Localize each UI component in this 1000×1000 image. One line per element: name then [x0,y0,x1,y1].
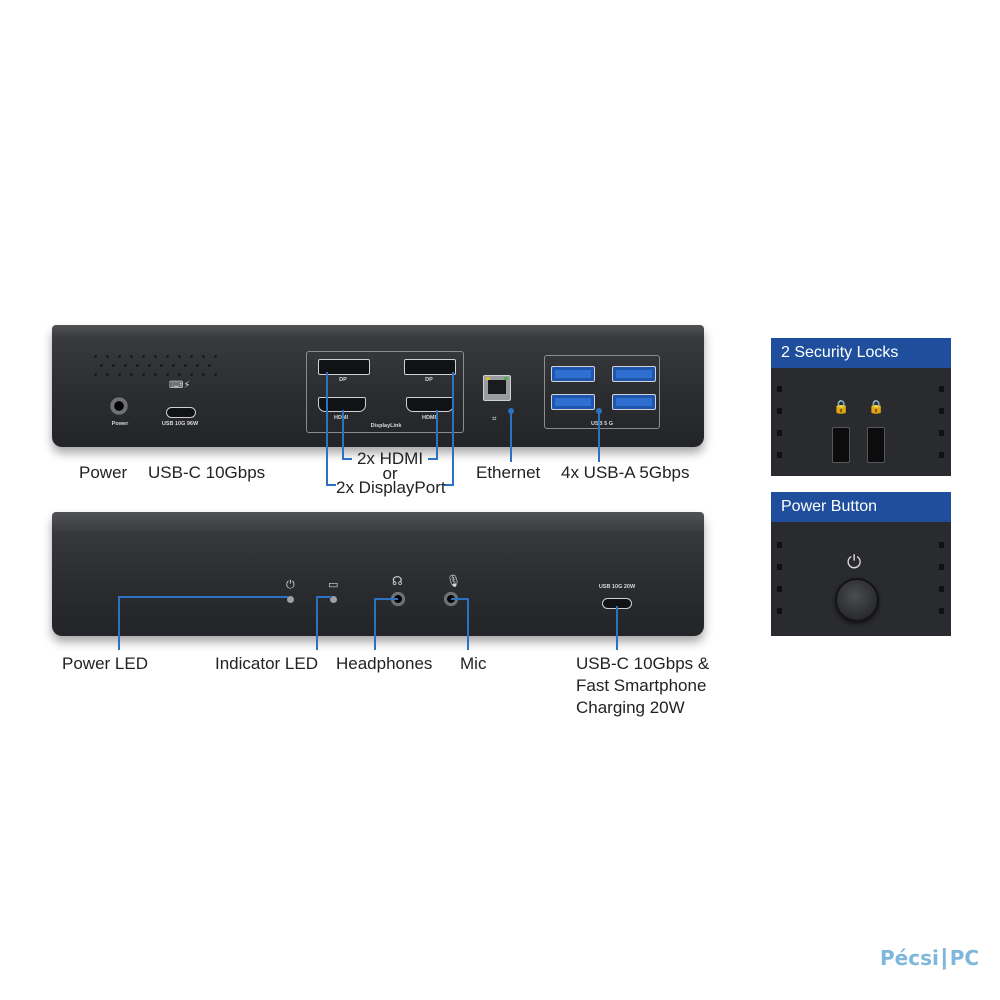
hdmi-port-right [406,397,454,412]
callout-usb-c-front-line1: USB-C 10Gbps & [576,654,710,673]
power-button-icon: ⏻ [847,552,862,573]
callout-line-hdmi-right [436,410,438,460]
callout-line-usb-c-front [616,606,618,650]
callout-video-line1: 2x HDMI [356,449,424,468]
callout-power-led: Power LED [62,654,148,673]
watermark-brand-right: PC [949,946,980,970]
usb-a-group-label: USB 5 G [590,421,613,427]
callout-line-hdmi-right-h [428,458,438,460]
callout-line-dp-right [452,372,454,486]
security-slot-left [832,427,850,463]
dock-rear-view: Power ⌨⚡ USB 10G 96W DP DP HDMI HDMI Dis… [52,325,704,447]
security-slot-right [867,427,885,463]
watermark-tower-icon: ┃ [938,949,950,970]
front-usb-c-label: USB 10G 20W [598,584,636,590]
security-locks-title: 2 Security Locks [771,338,951,368]
callout-line-indicator-v [316,596,318,650]
power-jack [108,395,130,417]
power-button [835,578,879,622]
callout-line-dp-right-h [444,484,454,486]
laptop-charge-icon: ⌨⚡ [169,380,191,391]
headphones-jack [389,590,407,608]
callout-line-power-led-h [118,596,288,598]
usb-a-port-4 [612,394,656,410]
power-symbol-icon: ⏻ [286,578,295,591]
usb-a-port-3 [551,394,595,410]
callout-line-headphones-v [374,598,376,650]
usb-a-port-2 [612,366,656,382]
headphones-icon: ☊ [392,574,403,588]
displaylink-group [306,351,464,433]
watermark-logo: Pécsi┃PC [880,946,979,976]
indicator-led [330,596,337,603]
callout-mic: Mic [460,654,487,673]
network-icon: ⌗ [492,414,497,423]
callout-headphones: Headphones [336,654,433,673]
usb-a-port-1 [551,366,595,382]
callout-line-ethernet [510,410,512,462]
microphone-icon: 🎙 [446,574,462,588]
rear-usb-c-label: USB 10G 96W [161,421,199,427]
callout-line-mic-v [467,598,469,650]
callout-video-line3: 2x DisplayPort [336,478,446,497]
dock-front-top-surface [52,512,704,532]
callout-usb-a: 4x USB-A 5Gbps [561,463,690,482]
usb-a-group [544,355,660,429]
callout-line-indicator-h [316,596,332,598]
power-button-panel: Power Button ⏻ [771,492,951,636]
ethernet-port [483,375,511,401]
callout-usb-c-front-line3: Charging 20W [576,698,685,717]
power-button-title: Power Button [771,492,951,522]
watermark-brand-left: Pécsi [880,946,939,970]
callout-line-hdmi-left [342,410,344,460]
security-locks-panel: 2 Security Locks 🔒 🔒 [771,338,951,476]
displaylink-label: DisplayLink [370,423,402,429]
callout-video-line2: or [382,464,398,483]
callout-usb-c-rear: USB-C 10Gbps [148,463,266,482]
callout-line-headphones-h [374,598,398,600]
dock-rear-top-surface [52,325,704,337]
callout-dot-usb-a [596,408,602,414]
callout-line-hdmi-left-h [342,458,352,460]
hdmi-right-label: HDMI [421,415,437,421]
callout-power: Power [79,463,128,482]
lock-icon-left: 🔒 [833,400,850,415]
dock-front-view: ⏻ ▭ ☊ 🎙 USB 10G 20W [52,512,704,636]
callout-line-dp-left [326,372,328,486]
callout-usb-c-front-line2: Fast Smartphone [576,676,707,695]
callout-line-usb-a [598,410,600,462]
dp-right-label: DP [425,377,433,383]
rear-usb-c-port [166,407,196,418]
lock-icon-right: 🔒 [868,400,885,415]
dp-left-label: DP [339,377,347,383]
hdmi-left-label: HDMI [333,415,349,421]
callout-ethernet: Ethernet [476,463,541,482]
dp-port-left [318,359,370,375]
power-led [287,596,294,603]
callout-indicator-led: Indicator LED [215,654,318,673]
vent-grille [94,355,224,377]
callout-line-power-led-v [118,596,120,650]
callout-line-dp-left-h [326,484,336,486]
laptop-icon: ▭ [328,578,339,591]
callout-dot-ethernet [508,408,514,414]
power-port-label: Power [111,421,129,427]
dp-port-right [404,359,456,375]
callout-line-mic-h [451,598,469,600]
